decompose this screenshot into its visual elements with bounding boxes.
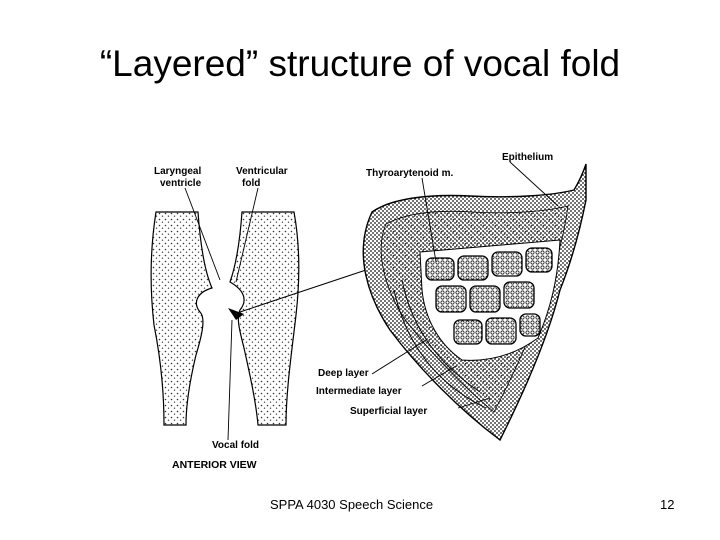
label-deep-layer: Deep layer	[318, 368, 369, 379]
label-anterior-view: ANTERIOR VIEW	[172, 459, 257, 471]
vocal-fold-cross-section: Epithelium Thyroarytenoid m. Deep layer …	[316, 152, 587, 442]
right-laryngeal-wall	[229, 211, 300, 426]
label-superficial-layer: Superficial layer	[350, 406, 427, 417]
vocal-fold-diagram: Laryngeal ventricle Ventricular fold Voc…	[150, 152, 587, 471]
vocal-fold-tip	[228, 308, 244, 320]
footer-course-title: SPPA 4030 Speech Science	[270, 497, 434, 512]
label-ventricular-fold-2: fold	[242, 178, 260, 189]
label-epithelium: Epithelium	[502, 152, 553, 163]
label-thyroarytenoid: Thyroarytenoid m.	[366, 168, 453, 179]
slide-title: “Layered” structure of vocal fold	[99, 43, 621, 84]
label-intermediate-layer: Intermediate layer	[316, 386, 402, 397]
label-laryngeal-ventricle-1: Laryngeal	[154, 166, 201, 177]
page-number: 12	[660, 497, 675, 512]
label-ventricular-fold-1: Ventricular	[236, 166, 288, 177]
left-laryngeal-wall	[150, 211, 213, 426]
label-laryngeal-ventricle-2: ventricle	[160, 178, 202, 189]
vocal-fold-figure: Laryngeal ventricle Ventricular fold Voc…	[140, 140, 600, 480]
muscle-bundles	[425, 247, 553, 345]
anterior-view-larynx: Laryngeal ventricle Ventricular fold Voc…	[150, 166, 373, 471]
label-vocal-fold: Vocal fold	[212, 440, 259, 451]
